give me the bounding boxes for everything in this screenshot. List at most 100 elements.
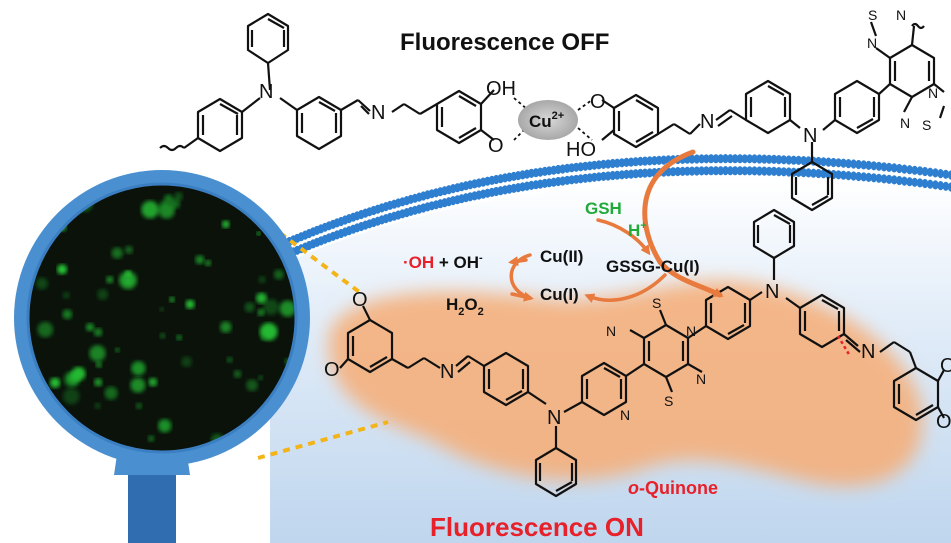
membrane-lipid-head <box>820 169 827 179</box>
membrane-lipid-head <box>595 172 603 182</box>
membrane-lipid-head <box>850 159 857 169</box>
membrane-lipid-head <box>850 171 857 181</box>
membrane-lipid-head <box>891 175 898 185</box>
membrane-lipid-head <box>600 159 607 169</box>
membrane-lipid-head <box>604 171 612 181</box>
membrane-lipid-head <box>761 166 768 176</box>
arrow-cu-release <box>584 273 667 303</box>
membrane-lipid-head <box>600 171 607 181</box>
label-gsh: GSH <box>585 199 622 218</box>
fluorescent-punctum <box>169 198 181 209</box>
membrane-lipid-head <box>751 166 758 176</box>
membrane-lipid-head <box>703 166 710 176</box>
membrane-lipid-head <box>830 157 837 168</box>
membrane-lipid-head <box>921 178 929 189</box>
membrane-lipid-head <box>880 162 888 172</box>
atom-n-top-1: N <box>896 7 906 23</box>
membrane-lipid-head <box>651 156 658 166</box>
fluorescent-punctum <box>226 356 233 363</box>
membrane-lipid-head <box>906 165 913 175</box>
membrane-lipid-head <box>916 166 924 176</box>
fluorescent-punctum <box>220 321 232 333</box>
membrane-lipid-head <box>609 170 616 181</box>
membrane-lipid-head <box>870 161 877 171</box>
atom-n-bottom-2: N <box>686 323 696 339</box>
label-oh-radical: ·OH + OH- <box>403 252 483 272</box>
membrane-lipid-head <box>637 156 644 166</box>
membrane-lipid-head <box>693 154 700 164</box>
fluorescent-punctum <box>256 292 267 304</box>
fluorescent-punctum <box>273 269 284 280</box>
fluorescent-punctum <box>174 192 183 201</box>
atom-n-top-right: N <box>803 125 817 147</box>
membrane-lipid-head <box>623 169 630 179</box>
probe-cu-complex <box>159 12 946 212</box>
membrane-lipid-head <box>770 166 778 176</box>
fluorescent-punctum <box>176 334 183 341</box>
fluorescent-punctum <box>95 361 102 368</box>
fluorescent-punctum <box>85 323 95 332</box>
membrane-lipid-head <box>746 166 753 176</box>
copper-ion-ellipse <box>518 100 578 140</box>
membrane-lipid-head <box>845 159 852 169</box>
membrane-lipid-head <box>785 167 792 177</box>
fluorescent-punctum <box>279 300 296 317</box>
atom-s-bottom-1: S <box>652 295 661 311</box>
membrane-lipid-head <box>906 177 913 187</box>
membrane-lipid-head <box>679 166 686 176</box>
membrane-lipid-head <box>860 160 867 170</box>
fluorescent-punctum <box>258 375 263 381</box>
membrane-lipid-head <box>875 161 883 171</box>
fluorescent-punctum <box>57 264 68 275</box>
fluorescent-punctum <box>169 296 175 303</box>
fluorescent-punctum <box>89 345 106 362</box>
membrane-lipid-head <box>885 174 893 184</box>
copper-ion-label: Cu2+ <box>529 110 564 131</box>
membrane-lipid-head <box>731 166 739 176</box>
fluorescent-punctum <box>159 333 166 339</box>
atom-n-bottom-1: N <box>606 323 616 339</box>
quinone-product <box>339 208 945 498</box>
atom-o-quinone-left-1: O <box>352 289 368 311</box>
fluorescent-punctum <box>62 309 73 320</box>
membrane-lipid-head <box>736 154 744 164</box>
lens-handle <box>128 470 176 543</box>
membrane-lipid-head <box>927 179 934 189</box>
membrane-lipid-head <box>947 170 951 180</box>
zoom-leader-lines <box>257 231 389 460</box>
fluorescent-punctum <box>158 419 172 433</box>
membrane-lipid-head <box>736 166 744 176</box>
membrane-lipid-head <box>684 166 691 176</box>
fluorescent-punctum <box>258 275 266 284</box>
membrane-lipid-head <box>932 180 939 190</box>
fluorescent-punctum <box>94 402 101 410</box>
membrane-lipid-head <box>756 166 763 176</box>
membrane-lipid-head <box>722 166 729 176</box>
membrane-lipid-head <box>947 182 951 192</box>
membrane-lipid-head <box>741 166 748 176</box>
membrane-lipid-head <box>646 168 653 178</box>
membrane-lipid-head <box>641 156 649 166</box>
membrane-lipid-head <box>765 154 773 164</box>
fluorescent-punctum <box>131 361 146 376</box>
atom-s-top: S <box>868 7 877 23</box>
fluorescent-punctum <box>181 356 193 368</box>
membrane-lipid-head <box>632 157 639 167</box>
reaction-arrows <box>508 149 724 303</box>
membrane-lipid-head <box>577 174 584 184</box>
atom-ho-right: HO <box>566 139 596 161</box>
membrane-lipid-head <box>717 166 724 176</box>
membrane-lipid-head <box>865 172 872 182</box>
atom-n-top-3: N <box>928 85 938 101</box>
fluorescent-punctum <box>257 308 265 317</box>
membrane-lipid-head <box>660 155 667 165</box>
label-h2o2: H2O2 <box>446 295 484 318</box>
membrane-lipid-head <box>820 157 827 167</box>
headline-fluorescence-off: Fluorescence OFF <box>400 29 609 56</box>
membrane-lipid-head <box>765 166 773 176</box>
membrane-lipid-head <box>870 173 877 183</box>
membrane-lipid-head <box>891 163 898 173</box>
membrane-lipid-head <box>875 173 883 183</box>
arrow-gsh-in <box>596 218 651 256</box>
